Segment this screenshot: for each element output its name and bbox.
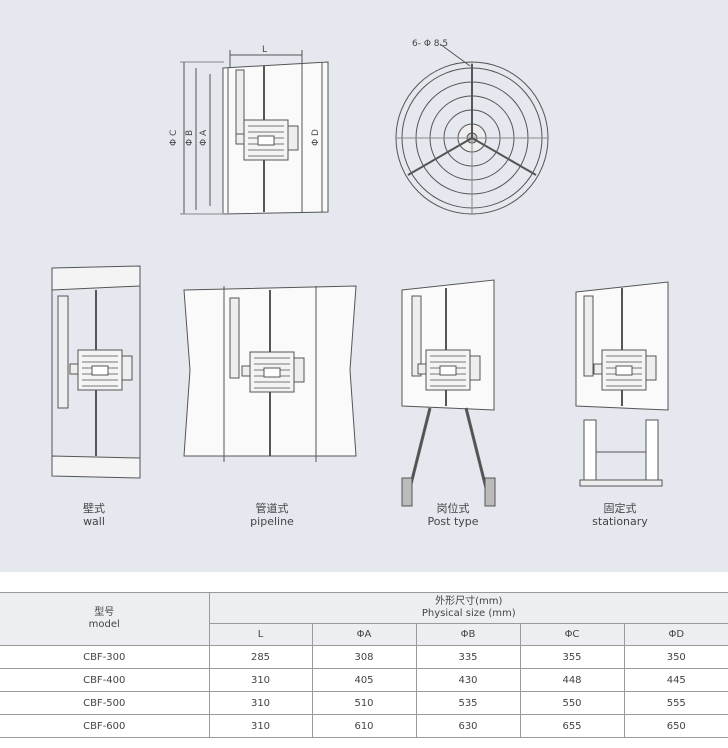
caption-zh: 固定式: [603, 502, 637, 515]
caption-wall: 壁式 wall: [34, 502, 154, 528]
table-row: CBF-400 310 405 430 448 445: [0, 668, 728, 692]
table-cell: 350: [623, 645, 728, 669]
caption-stationary: 固定式 stationary: [560, 502, 680, 528]
caption-en: stationary: [592, 515, 648, 528]
model-cell: CBF-300: [0, 645, 210, 669]
dimensions-table: 型号 model 外形尺寸(mm) Physical size (mm) L Φ…: [0, 592, 728, 738]
table-cell: 650: [623, 714, 728, 738]
table-cell: 310: [208, 668, 313, 692]
table-row: CBF-600 310 610 630 655 650: [0, 714, 728, 738]
table-cell: 610: [311, 714, 417, 738]
front-view-drawing: [395, 43, 549, 215]
table-cell: 308: [311, 645, 417, 669]
dimensions-table-wrap: 型号 model 外形尺寸(mm) Physical size (mm) L Φ…: [0, 592, 728, 738]
caption-pipeline: 管道式 pipeline: [212, 502, 332, 528]
column-header: ΦA: [311, 623, 417, 646]
table-cell: 430: [415, 668, 521, 692]
model-header-en: model: [88, 619, 120, 630]
table-row: CBF-500 310 510 535 550 555: [0, 691, 728, 715]
table-cell: 510: [311, 691, 417, 715]
table-cell: 355: [519, 645, 625, 669]
model-cell: CBF-400: [0, 668, 210, 692]
table-cell: 405: [311, 668, 417, 692]
caption-en: Post type: [427, 515, 479, 528]
dim-label-l: L: [262, 45, 267, 55]
model-cell: CBF-500: [0, 691, 210, 715]
column-header: ΦB: [415, 623, 521, 646]
table-cell: 335: [415, 645, 521, 669]
table-cell: 630: [415, 714, 521, 738]
table-cell: 445: [623, 668, 728, 692]
model-cell: CBF-600: [0, 714, 210, 738]
column-header: ΦC: [519, 623, 625, 646]
stationary-type-drawing: [575, 281, 669, 487]
table-cell: 310: [208, 691, 313, 715]
dim-label-phi-d: Φ D: [311, 129, 321, 146]
table-cell: 310: [208, 714, 313, 738]
dim-label-phi-a: Φ A: [199, 129, 209, 146]
model-header-zh: 型号: [94, 607, 115, 618]
holes-label: 6- Φ 8.5: [412, 39, 448, 49]
caption-zh: 管道式: [255, 502, 289, 515]
caption-post-type: 岗位式 Post type: [393, 502, 513, 528]
physical-size-header-zh: 外形尺寸(mm): [435, 596, 503, 607]
table-cell: 655: [519, 714, 625, 738]
caption-zh: 壁式: [83, 502, 105, 515]
column-header: ΦD: [623, 623, 728, 646]
table-cell: 555: [623, 691, 728, 715]
table-cell: 285: [208, 645, 313, 669]
drawing-panel: L Φ C Φ B Φ A Φ D 6- Φ 8.5: [0, 0, 728, 572]
caption-en: pipeline: [250, 515, 294, 528]
wall-type-drawing: [51, 265, 141, 479]
physical-size-header-en: Physical size (mm): [421, 608, 516, 619]
table-cell: 448: [519, 668, 625, 692]
table-cell: 550: [519, 691, 625, 715]
post-type-drawing: [401, 279, 496, 507]
caption-zh: 岗位式: [436, 502, 470, 515]
side-view-drawing: [180, 50, 329, 215]
table-cell: 535: [415, 691, 521, 715]
pipeline-type-drawing: [183, 285, 357, 462]
table-row: CBF-300 285 308 335 355 350: [0, 645, 728, 669]
dim-label-phi-b: Φ B: [185, 130, 195, 146]
dim-label-phi-c: Φ C: [169, 130, 179, 146]
technical-drawing: L Φ C Φ B Φ A Φ D 6- Φ 8.5: [51, 39, 669, 507]
column-header: L: [208, 623, 313, 646]
caption-en: wall: [83, 515, 105, 528]
model-header: 型号 model: [0, 592, 210, 646]
physical-size-header: 外形尺寸(mm) Physical size (mm): [208, 592, 728, 624]
